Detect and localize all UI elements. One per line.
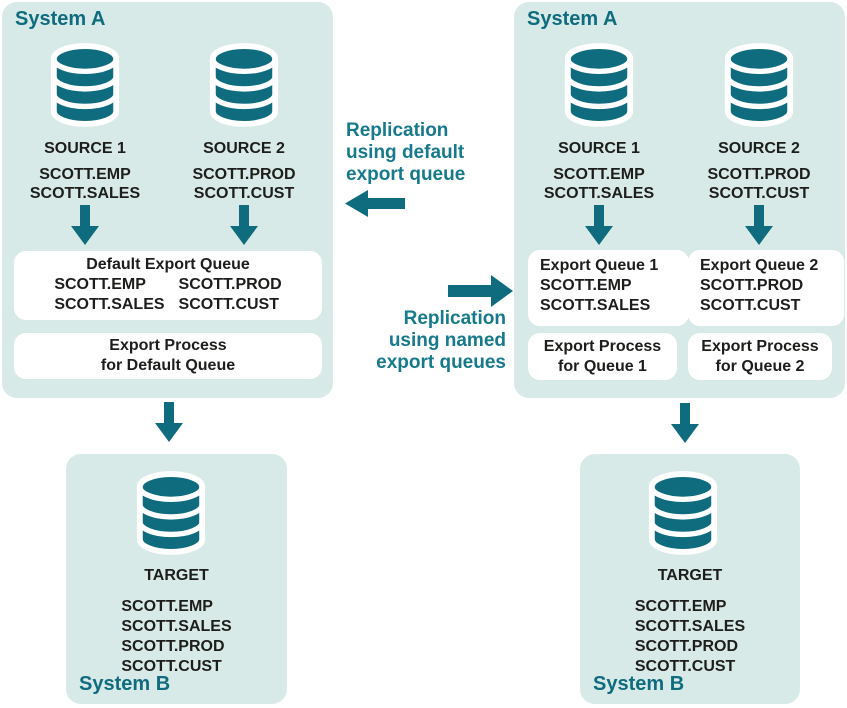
target-table: SCOTT.EMP xyxy=(634,598,727,615)
process-line: for Queue 2 xyxy=(715,357,805,375)
route-label-line: using default xyxy=(346,142,465,163)
source-table: SCOTT.CUST xyxy=(708,185,810,202)
target-table: SCOTT.SALES xyxy=(121,618,232,635)
target-label: TARGET xyxy=(144,567,209,584)
queue-table: SCOTT.CUST xyxy=(178,296,279,313)
left-arrow-icon xyxy=(345,190,405,217)
queue-table: SCOTT.EMP xyxy=(540,277,632,294)
queue-table-columns: SCOTT.EMP SCOTT.SALES SCOTT.PROD SCOTT.C… xyxy=(14,275,322,315)
route-label-line: export queue xyxy=(346,164,466,185)
database-icon xyxy=(722,38,796,132)
target-table: SCOTT.CUST xyxy=(121,658,222,675)
source-table: SCOTT.EMP xyxy=(553,166,645,183)
export-process-1-box: Export Process for Queue 1 xyxy=(528,333,677,380)
queue-table: SCOTT.SALES xyxy=(540,297,651,314)
right-system-b-panel: TARGET SCOTT.EMP SCOTT.SALES SCOTT.PROD … xyxy=(580,454,800,704)
process-line: for Queue 1 xyxy=(558,357,647,375)
process-line: Export Process xyxy=(701,337,819,355)
default-export-queue-box: Default Export Queue SCOTT.EMP SCOTT.SAL… xyxy=(14,251,322,320)
target-table-list: SCOTT.EMP SCOTT.SALES SCOTT.PROD SCOTT.C… xyxy=(580,597,800,677)
route-label-line: Replication xyxy=(346,120,449,141)
target-label: TARGET xyxy=(657,567,723,584)
left-system-b-panel: TARGET SCOTT.EMP SCOTT.SALES SCOTT.PROD … xyxy=(66,454,287,704)
left-system-b-title: System B xyxy=(79,673,171,695)
source-table: SCOTT.PROD xyxy=(707,166,811,183)
source-2-group: SOURCE 2 SCOTT.PROD SCOTT.CUST xyxy=(689,140,829,203)
down-arrow-icon xyxy=(230,205,258,245)
target-table-list: SCOTT.EMP SCOTT.SALES SCOTT.PROD SCOTT.C… xyxy=(66,597,287,677)
down-arrow-icon xyxy=(155,402,183,442)
left-system-a-panel: System A SOURCE 1 SCOTT.EMP SCOTT.SALES … xyxy=(2,2,333,398)
database-icon xyxy=(134,466,208,560)
database-icon xyxy=(48,38,122,132)
source-1-label: SOURCE 1 xyxy=(44,140,126,157)
route-label-line: export queues xyxy=(376,352,506,373)
default-export-queue-title: Default Export Queue xyxy=(86,256,250,273)
source-table: SCOTT.EMP xyxy=(39,166,131,183)
export-queue-2-box: Export Queue 2 SCOTT.PROD SCOTT.CUST xyxy=(688,250,844,326)
database-icon xyxy=(562,38,636,132)
named-route-label: Replication using named export queues xyxy=(346,308,506,374)
source-table: SCOTT.CUST xyxy=(193,185,295,202)
target-table: SCOTT.PROD xyxy=(121,638,225,655)
default-export-process-box: Export Process for Default Queue xyxy=(14,333,322,379)
queue-table: SCOTT.SALES xyxy=(54,296,165,313)
source-2-label: SOURCE 2 xyxy=(718,140,800,157)
right-system-a-panel: System A SOURCE 1 SCOTT.EMP SCOTT.SALES … xyxy=(514,2,845,398)
right-system-b-title: System B xyxy=(593,673,685,695)
source-2-label: SOURCE 2 xyxy=(203,140,285,157)
process-line: Export Process xyxy=(543,337,662,355)
right-arrow-icon xyxy=(448,275,513,307)
process-line: for Default Queue xyxy=(100,357,236,374)
target-table: SCOTT.CUST xyxy=(634,658,736,675)
source-table: SCOTT.PROD xyxy=(192,166,296,183)
target-table: SCOTT.PROD xyxy=(634,638,738,655)
queue-table: SCOTT.PROD xyxy=(700,277,804,294)
database-icon xyxy=(646,466,720,560)
source-1-label: SOURCE 1 xyxy=(558,140,640,157)
source-table: SCOTT.SALES xyxy=(543,185,655,202)
process-line: Export Process xyxy=(109,337,227,354)
export-queue-2-title: Export Queue 2 xyxy=(700,257,819,274)
default-route-label: Replication using default export queue xyxy=(346,120,506,186)
down-arrow-icon xyxy=(671,403,699,443)
database-icon xyxy=(207,38,281,132)
source-1-group: SOURCE 1 SCOTT.EMP SCOTT.SALES xyxy=(529,140,669,203)
queue-table: SCOTT.CUST xyxy=(700,297,801,314)
target-table: SCOTT.EMP xyxy=(121,598,213,615)
queue-table: SCOTT.PROD xyxy=(178,276,282,293)
queue-column: SCOTT.PROD SCOTT.CUST xyxy=(179,275,282,315)
down-arrow-icon xyxy=(71,205,99,245)
down-arrow-icon xyxy=(585,205,613,245)
route-label-line: Replication xyxy=(403,308,506,329)
down-arrow-icon xyxy=(745,205,773,245)
source-2-group: SOURCE 2 SCOTT.PROD SCOTT.CUST xyxy=(174,140,314,203)
target-table: SCOTT.SALES xyxy=(634,618,746,635)
right-system-a-title: System A xyxy=(527,8,618,30)
export-queue-1-box: Export Queue 1 SCOTT.EMP SCOTT.SALES xyxy=(528,250,689,326)
queue-column: SCOTT.EMP SCOTT.SALES xyxy=(54,275,164,315)
source-table: SCOTT.SALES xyxy=(29,185,141,202)
source-1-group: SOURCE 1 SCOTT.EMP SCOTT.SALES xyxy=(15,140,155,203)
export-process-2-box: Export Process for Queue 2 xyxy=(688,333,832,380)
queue-table: SCOTT.EMP xyxy=(54,276,146,293)
left-system-a-title: System A xyxy=(15,8,106,30)
export-queue-1-title: Export Queue 1 xyxy=(540,257,659,274)
route-label-line: using named xyxy=(388,330,506,351)
